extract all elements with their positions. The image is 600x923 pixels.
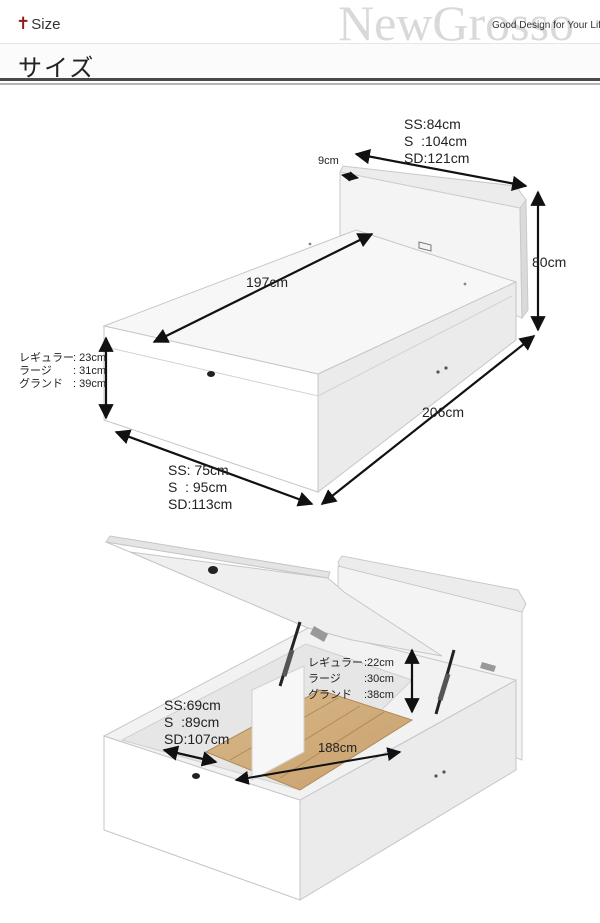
frame-width-sd: SD:113cm [168, 495, 233, 512]
headboard-width-s: S :104cm [404, 132, 468, 149]
storage-depth-grand: グランド:38cm [308, 688, 394, 701]
section-tag: ✝Size [16, 14, 60, 34]
inner-length-label: 197cm [246, 274, 289, 290]
title-bar: サイズ [0, 43, 600, 85]
headboard-depth-label: 9cm [318, 155, 339, 167]
header-band [0, 0, 600, 44]
brand-tagline: Good Design for Your Life [492, 20, 600, 31]
headboard-width-sd: SD:121cm [404, 149, 470, 166]
frame-height-regular: レギュラー: 23cm [19, 352, 107, 364]
section-tag-label: Size [31, 16, 61, 33]
storage-depth-label: レギュラー:22cm ラージ:30cm グランド:38cm [308, 656, 394, 704]
brand-watermark: NewGrosso [338, 0, 575, 51]
frame-height-grand: グランド: 39cm [19, 378, 107, 391]
page-title: サイズ [18, 56, 96, 82]
frame-length-label: 206cm [422, 404, 465, 420]
frame-height-label: レギュラー: 23cm ラージ: 31cm グランド: 39cm [19, 352, 106, 392]
storage-depth-regular: レギュラー:22cm [308, 657, 394, 669]
headboard-width-label: SS:84cm S :104cm SD:121cm [404, 116, 469, 166]
open-bed-illustration [102, 535, 527, 901]
storage-depth-large: ラージ:30cm [308, 672, 394, 685]
storage-width-label: SS:69cm S :89cm SD:107cm [164, 697, 229, 747]
headboard-height-label: 80cm [532, 254, 567, 270]
frame-height-large: ラージ: 31cm [19, 365, 107, 378]
headboard-width-ss: SS:84cm [404, 116, 461, 132]
storage-width-sd: SD:107cm [164, 730, 230, 747]
frame-width-s: S : 95cm [168, 478, 228, 495]
closed-bed-illustration [98, 148, 546, 507]
page-header: ✝Size NewGrosso Good Design for Your Lif… [0, 0, 600, 86]
frame-width-ss: SS: 75cm [168, 462, 229, 478]
frame-width-label: SS: 75cm S : 95cm SD:113cm [168, 462, 232, 512]
storage-length-label: 188cm [318, 740, 358, 755]
storage-width-ss: SS:69cm [164, 697, 221, 713]
storage-width-s: S :89cm [164, 713, 220, 730]
cross-icon: ✝ [16, 14, 31, 33]
